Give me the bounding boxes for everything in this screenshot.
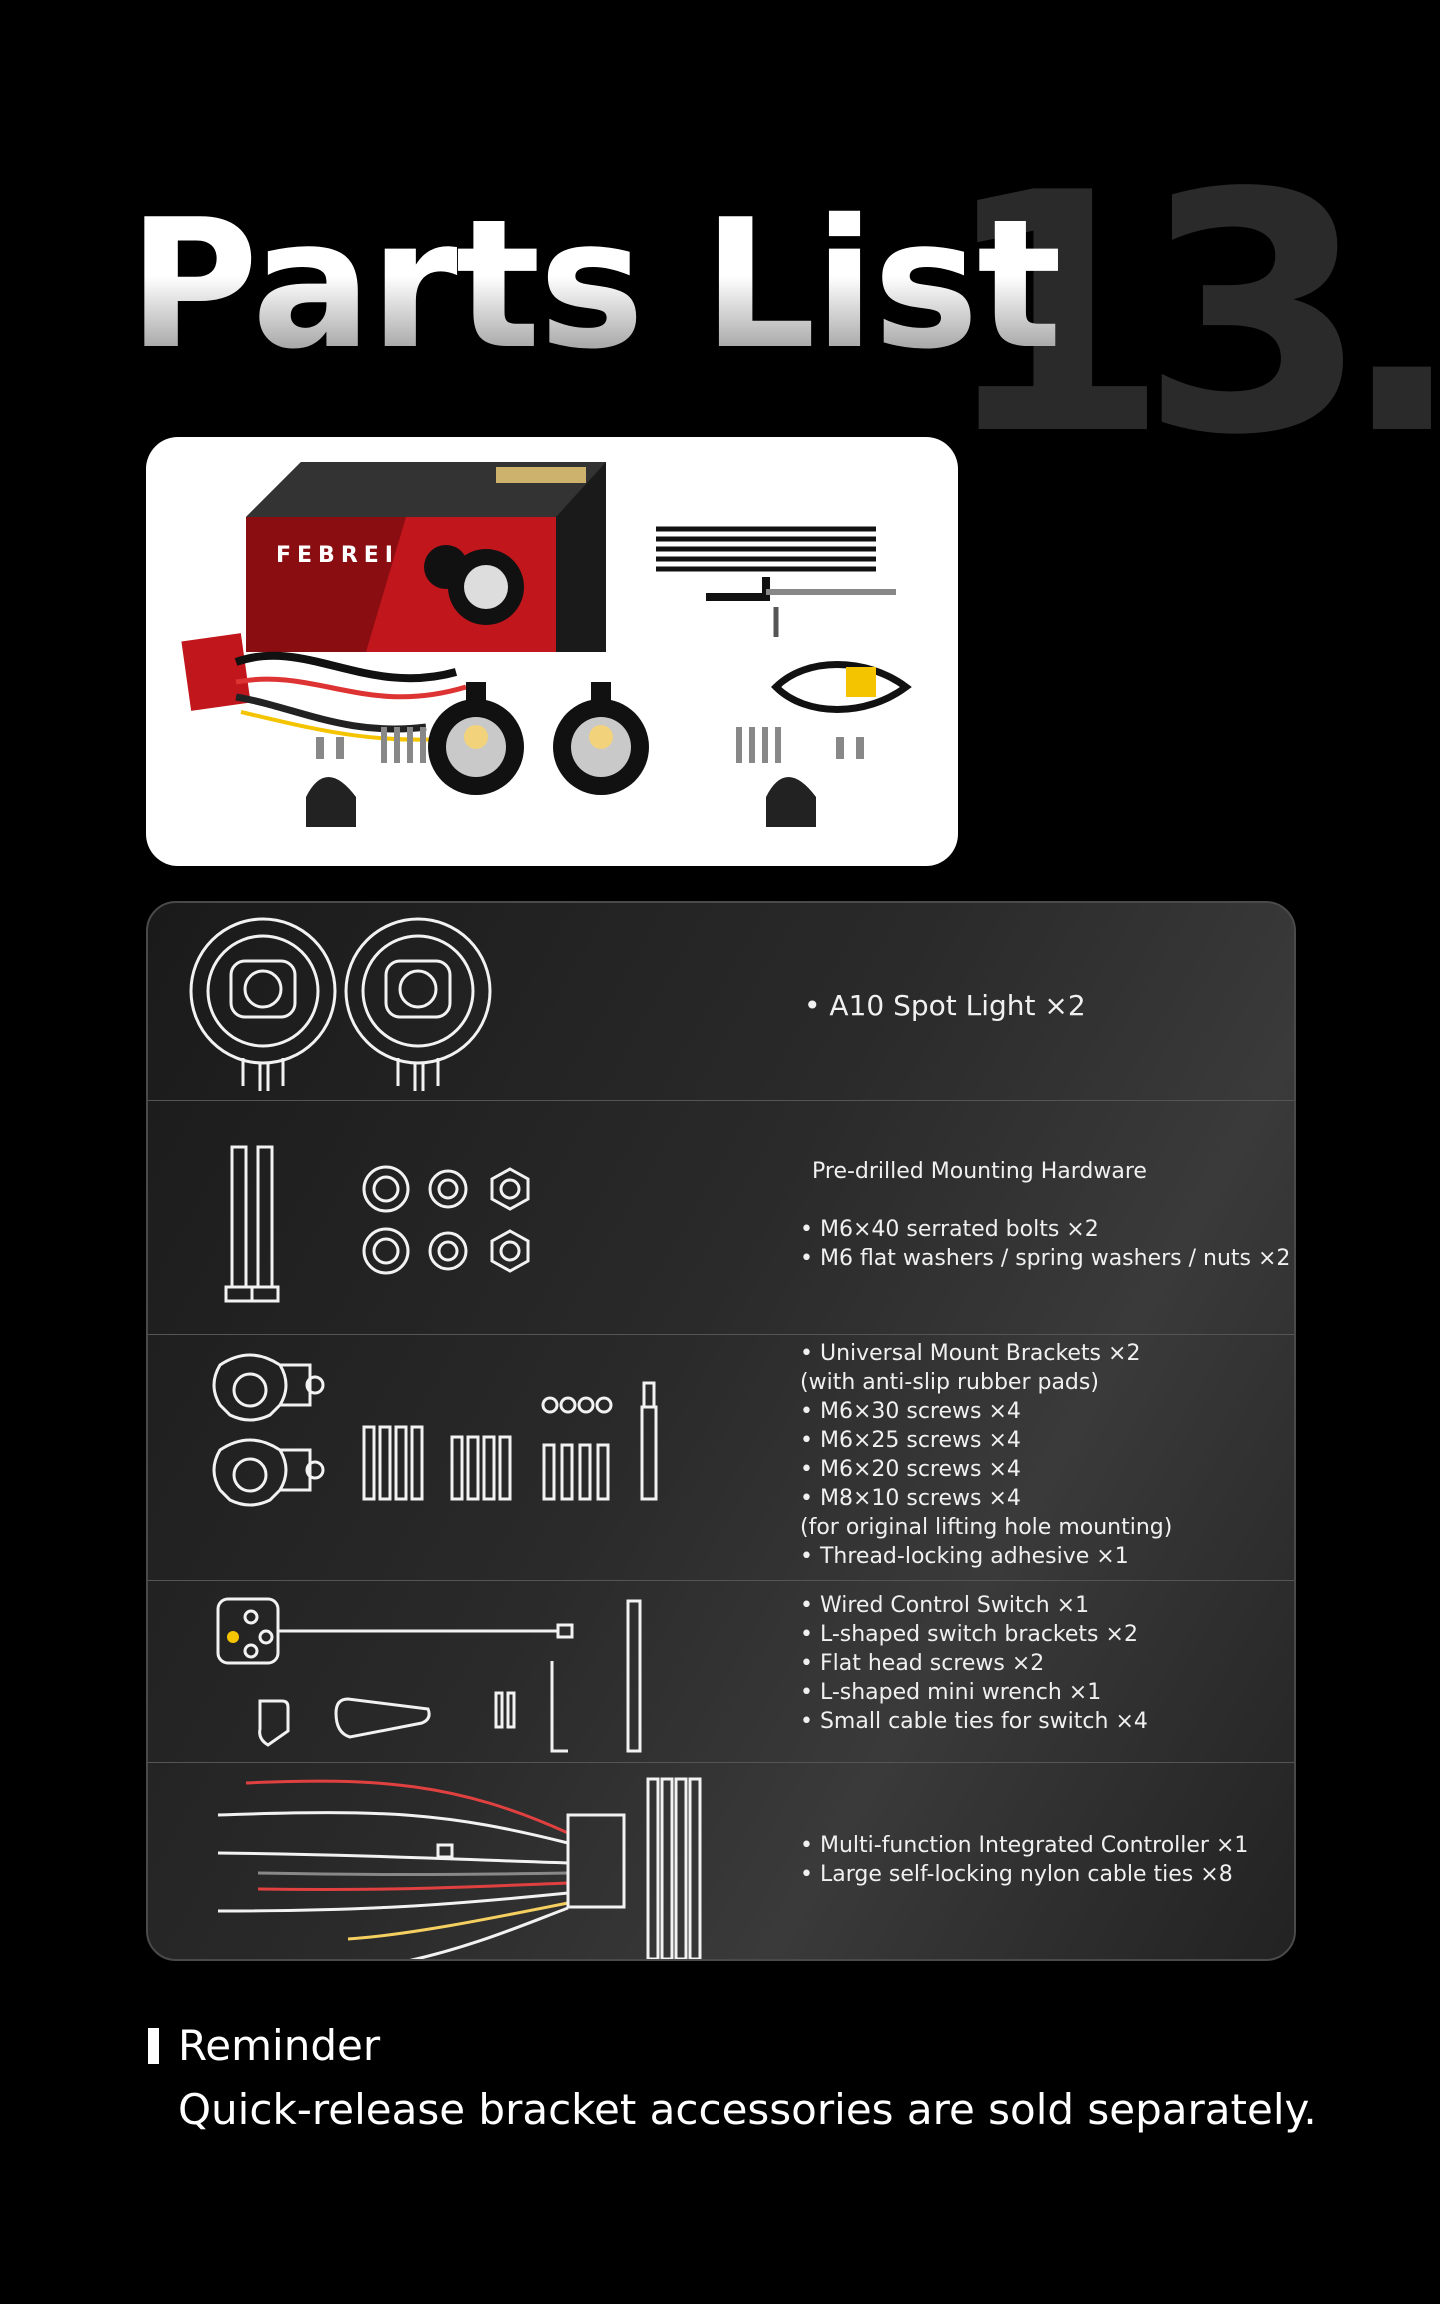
bracket-screws-icon bbox=[212, 1353, 658, 1507]
section-number: 13. bbox=[940, 123, 1440, 507]
part-line: • M6×25 screws ×4 bbox=[800, 1428, 1021, 1453]
parts-row-controller-harness: • Multi-function Integrated Controller ×… bbox=[148, 1763, 1294, 1959]
part-line: • M6 flat washers / spring washers / nut… bbox=[800, 1246, 1291, 1271]
part-line: (with anti-slip rubber pads) bbox=[800, 1370, 1099, 1395]
control-switch-icon bbox=[216, 1597, 642, 1753]
part-line: • Small cable ties for switch ×4 bbox=[800, 1709, 1148, 1734]
spotlight-icon bbox=[189, 917, 492, 1091]
box-brand: FEBREI bbox=[276, 543, 399, 568]
part-line: • Flat head screws ×2 bbox=[800, 1651, 1045, 1676]
part-line: • M6×30 screws ×4 bbox=[800, 1399, 1021, 1424]
parts-row-spotlight: • A10 Spot Light ×2 bbox=[148, 903, 1294, 1101]
part-line: (for original lifting hole mounting) bbox=[800, 1515, 1173, 1540]
product-photo: FEBREI bbox=[146, 437, 958, 866]
page-title: Parts List bbox=[128, 181, 1062, 388]
parts-list-card: • A10 Spot Light ×2 Pre-drilled Mounting… bbox=[146, 901, 1296, 1961]
part-line: • Thread-locking adhesive ×1 bbox=[800, 1544, 1129, 1569]
part-line: • L-shaped mini wrench ×1 bbox=[800, 1680, 1102, 1705]
reminder-marker bbox=[148, 2028, 159, 2064]
part-line: • Universal Mount Brackets ×2 bbox=[800, 1341, 1141, 1366]
parts-row-mounting-hardware: Pre-drilled Mounting Hardware • M6×40 se… bbox=[148, 1101, 1294, 1335]
part-line: • L-shaped switch brackets ×2 bbox=[800, 1622, 1138, 1647]
reminder-heading: Reminder bbox=[178, 2021, 381, 2070]
part-heading: Pre-drilled Mounting Hardware bbox=[812, 1159, 1147, 1184]
reminder-note: Quick-release bracket accessories are so… bbox=[178, 2085, 1317, 2134]
part-line: • M6×20 screws ×4 bbox=[800, 1457, 1021, 1482]
part-line: • M8×10 screws ×4 bbox=[800, 1486, 1021, 1511]
parts-row-control-switch: • Wired Control Switch ×1 • L-shaped swi… bbox=[148, 1581, 1294, 1763]
part-line: • Wired Control Switch ×1 bbox=[800, 1593, 1090, 1618]
part-line: • Large self-locking nylon cable ties ×8 bbox=[800, 1862, 1233, 1887]
part-line: • M6×40 serrated bolts ×2 bbox=[800, 1217, 1099, 1242]
controller-harness-icon bbox=[217, 1777, 702, 1959]
part-line: • Multi-function Integrated Controller ×… bbox=[800, 1833, 1249, 1858]
mounting-hardware-icon bbox=[224, 1145, 530, 1303]
product-kit-illustration: FEBREI bbox=[181, 462, 912, 827]
parts-row-bracket-screws: • Universal Mount Brackets ×2 (with anti… bbox=[148, 1335, 1294, 1581]
part-line: • A10 Spot Light ×2 bbox=[804, 989, 1086, 1022]
